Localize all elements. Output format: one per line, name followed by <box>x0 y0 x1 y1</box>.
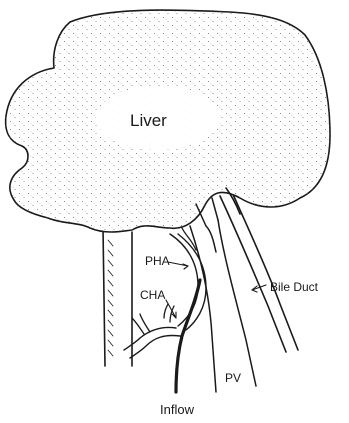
liver <box>6 10 330 232</box>
bile-duct <box>220 192 298 352</box>
vena-cava <box>103 228 132 366</box>
pv-label: PV <box>225 371 241 385</box>
bile-duct-label: Bile Duct <box>270 280 319 294</box>
pha-label: PHA <box>145 254 170 268</box>
liver-label: Liver <box>130 111 167 130</box>
label-pointers <box>166 262 266 318</box>
cha-label: CHA <box>140 288 165 302</box>
portal-vein <box>190 220 256 392</box>
inflow-label: Inflow <box>160 402 195 417</box>
